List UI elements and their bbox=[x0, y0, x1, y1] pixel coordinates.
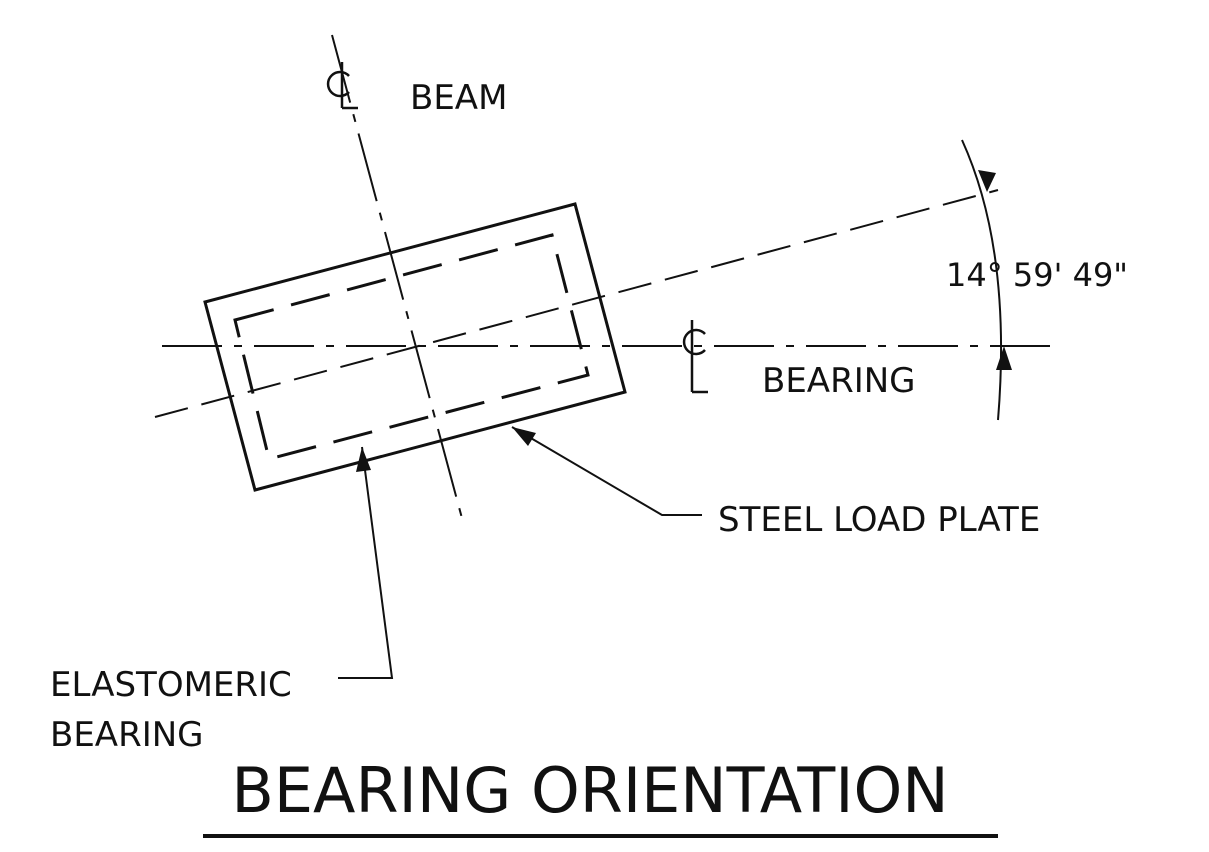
angle-arrow-bottom bbox=[996, 346, 1012, 370]
beam-label: BEAM bbox=[410, 78, 507, 118]
steel-load-plate-label: STEEL LOAD PLATE bbox=[718, 500, 1040, 540]
angle-dimension-arc bbox=[961, 139, 1003, 421]
beam-centerline-symbol bbox=[326, 62, 358, 110]
bearing-centerline-label: BEARING bbox=[762, 361, 916, 401]
angle-label: 14° 59' 49" bbox=[946, 256, 1128, 294]
elastomeric-bearing-outline bbox=[233, 233, 590, 461]
elastomeric-bearing-label-line1: ELASTOMERIC bbox=[50, 665, 292, 705]
steel-load-plate-outline bbox=[203, 202, 627, 492]
bearing-centerline-symbol bbox=[682, 320, 708, 394]
skew-reference-line bbox=[154, 189, 999, 418]
elastomeric-bearing-arrow bbox=[356, 447, 371, 472]
elastomeric-bearing-leader bbox=[338, 446, 394, 679]
steel-load-plate-leader bbox=[511, 426, 702, 516]
steel-load-plate-arrow bbox=[512, 427, 536, 446]
drawing-title: BEARING ORIENTATION bbox=[231, 754, 948, 827]
elastomeric-bearing-label-line2: BEARING bbox=[50, 715, 204, 755]
angle-arrow-top bbox=[978, 170, 996, 192]
